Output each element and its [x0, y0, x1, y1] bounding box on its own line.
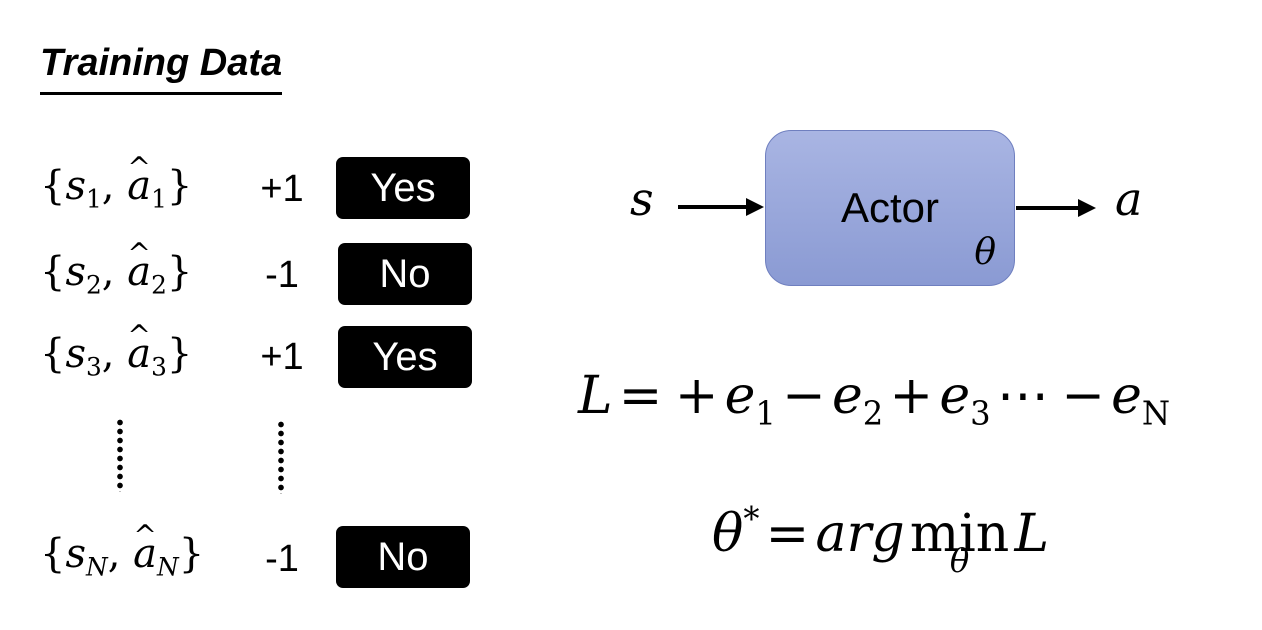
state-subscript: 1	[85, 184, 102, 214]
actor-label: Actor	[840, 184, 940, 231]
actor-parameter: θ	[974, 232, 996, 273]
feedback-score-3: +1	[260, 336, 304, 378]
state-subscript: 2	[85, 270, 102, 300]
loss-formula: L=+e1−e2+e3⋯−eN	[578, 366, 1171, 433]
state-subscript: N	[85, 552, 108, 582]
training-pair-3: {s3, a3}	[40, 331, 210, 380]
action-subscript: 3	[151, 352, 167, 382]
training-pair-2: {s2, a2}	[40, 249, 210, 298]
state-subscript: 3	[85, 352, 102, 382]
state-symbol: s	[65, 331, 86, 377]
state-symbol: s	[65, 163, 86, 209]
action-subscript: N	[156, 552, 179, 582]
action-hat-symbol: a	[127, 334, 151, 374]
feedback-score-1: +1	[260, 168, 304, 210]
state-symbol: s	[65, 531, 86, 577]
actor-network-box: Actor θ	[765, 130, 1015, 286]
feedback-score-n: -1	[265, 538, 299, 580]
input-state-symbol: s	[630, 172, 654, 226]
yes-label-badge: Yes	[338, 326, 472, 388]
feedback-score-2: -1	[265, 254, 299, 296]
output-action-symbol: a	[1115, 172, 1143, 226]
action-hat-symbol: a	[127, 166, 151, 206]
state-symbol: s	[65, 249, 86, 295]
yes-label-badge: Yes	[336, 157, 470, 219]
action-subscript: 2	[151, 270, 167, 300]
action-subscript: 1	[151, 184, 167, 214]
training-data-heading: Training Data	[40, 44, 283, 95]
vertical-ellipsis-icon	[117, 418, 123, 492]
vertical-ellipsis-icon	[278, 420, 284, 494]
training-pair-1: {s1, a1}	[40, 163, 210, 212]
no-label-badge: No	[338, 243, 472, 305]
action-hat-symbol: a	[127, 252, 151, 292]
action-hat-symbol: a	[133, 534, 157, 574]
training-pair-n: {sN, aN}	[40, 531, 210, 580]
no-label-badge: No	[336, 526, 470, 588]
